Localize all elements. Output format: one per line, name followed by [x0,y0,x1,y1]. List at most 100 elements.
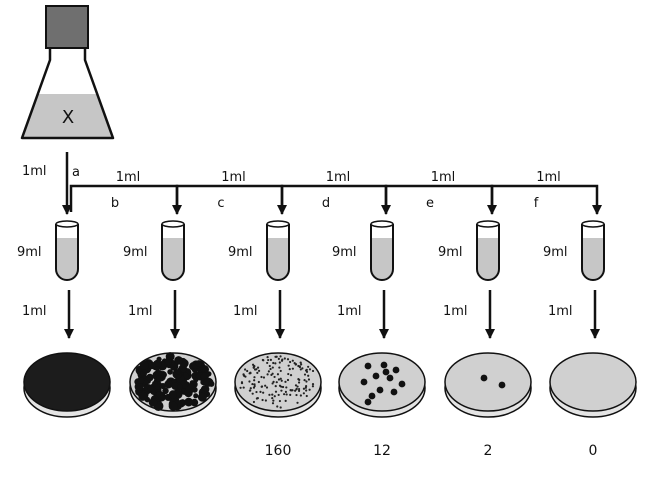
colony [168,390,177,399]
colony [197,392,207,402]
dish-agar [549,352,637,412]
step-letter: f [534,196,539,211]
colony [257,369,261,372]
colony [265,386,269,389]
colony [380,361,388,369]
colony [307,365,310,368]
colony [301,367,304,370]
colony [297,387,301,391]
transfer-label: 1ml [536,170,561,185]
colony [167,369,173,375]
colony [268,364,271,368]
transfer-step: 1ml b [69,170,182,215]
petri-dish [234,352,322,418]
colony [202,385,209,392]
colony [307,374,310,377]
colony [305,389,308,392]
colony [139,360,149,370]
tube-rim [581,220,605,228]
colony [278,399,282,403]
colony [376,386,384,394]
colony [299,394,302,397]
colony [390,388,398,396]
colony [308,388,311,391]
transfer-label: 1ml [116,170,141,185]
colony [146,373,154,382]
colony [251,382,254,386]
tube-volume-label: 9ml [123,245,148,260]
colony [268,393,271,396]
plating-volume-label: 1ml [22,304,47,319]
dish-agar [23,352,111,412]
colony-count: 160 [265,443,292,459]
colony [255,390,258,394]
colony [289,374,293,377]
tube-rim [370,220,394,228]
colony [299,368,302,371]
colony [152,380,158,387]
colony [289,360,292,364]
colony [138,391,148,401]
colony [307,378,311,381]
colony [253,379,256,382]
transfer-arrow [175,184,287,215]
petri-dish [444,352,532,418]
colony [256,366,260,369]
colony [298,378,301,381]
colony [305,370,309,373]
colony [284,399,287,402]
dish-agar [444,352,532,412]
tube-body [581,224,605,281]
colony [239,386,242,389]
flask-liquid [22,94,113,138]
colony [285,393,288,396]
tube-volume-label: 9ml [438,245,463,260]
colony [276,373,280,376]
transfer-step: 1ml f [490,170,602,215]
colony [305,380,308,383]
colony [248,372,251,375]
colony [303,373,307,376]
colony [285,386,288,389]
colony [272,399,275,402]
colony [274,390,278,393]
colony [262,376,266,379]
plating-volume-label: 1ml [443,304,468,319]
plating-volume-label: 1ml [128,304,153,319]
colony [277,393,280,397]
test-tube [476,220,500,281]
colony [156,375,163,382]
colony [280,389,283,392]
colony [271,382,274,385]
colony [283,357,286,360]
colony [251,392,254,395]
colony [283,393,286,396]
colony [164,380,173,389]
step-letter: d [322,196,330,211]
colony [134,382,144,392]
colony [162,387,169,395]
colony [277,357,280,360]
colony [271,393,274,396]
colony [311,369,315,373]
colony [297,364,300,368]
colony [302,387,306,390]
colony [275,381,278,384]
colony [147,385,154,392]
colony [498,381,506,389]
tube-rim [476,220,500,228]
colony [284,380,287,383]
colony [184,397,194,407]
tube-body [266,224,290,281]
colony-count: 0 [589,443,598,459]
flask-transfer-label: 1ml [22,164,47,179]
tube-body [370,224,394,281]
tube-liquid [477,238,499,280]
step-letter: b [111,196,119,211]
tube-volume-label: 9ml [228,245,253,260]
flask-body [20,48,115,140]
colony [161,372,167,378]
